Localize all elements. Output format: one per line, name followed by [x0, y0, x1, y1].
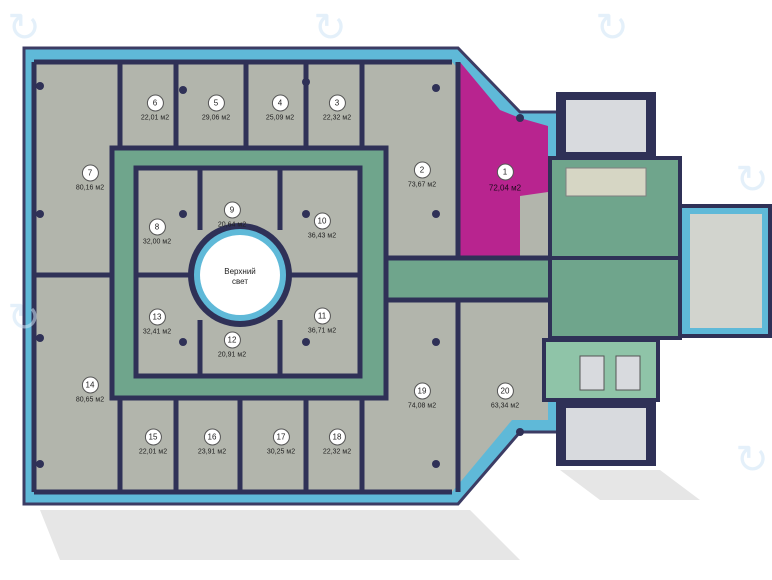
service-core [542, 92, 772, 466]
skylight-label: Верхний свет [224, 267, 256, 286]
corridor [112, 148, 548, 398]
room-1-highlight[interactable] [460, 62, 548, 258]
walls [31, 59, 548, 495]
skylight [188, 223, 292, 327]
building-shadow [40, 470, 700, 560]
columns [36, 78, 524, 468]
